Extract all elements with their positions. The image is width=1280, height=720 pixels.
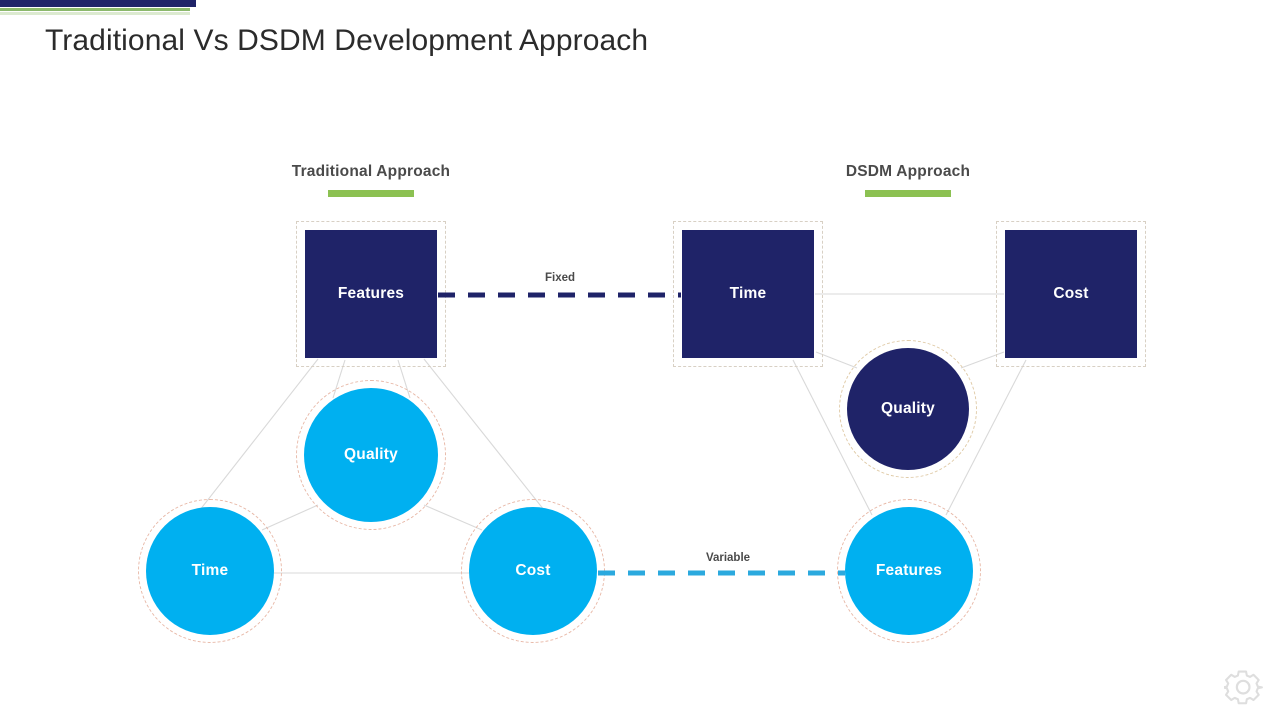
relation-label-variable: Variable: [705, 552, 751, 564]
node-traditional-time[interactable]: Time: [138, 499, 282, 643]
decoration-green-rule-light: [0, 12, 190, 15]
node-dsdm-features-label: Features: [875, 562, 943, 579]
gear-icon: [1224, 670, 1263, 705]
section-rule-traditional: [328, 190, 414, 197]
node-dsdm-time[interactable]: Time: [673, 221, 823, 367]
relation-label-fixed: Fixed: [544, 272, 576, 284]
node-traditional-quality[interactable]: Quality: [296, 380, 446, 530]
node-dsdm-cost[interactable]: Cost: [996, 221, 1146, 367]
section-header-traditional: Traditional Approach: [271, 163, 471, 197]
section-header-dsdm: DSDM Approach: [808, 163, 1008, 197]
node-traditional-quality-label: Quality: [344, 446, 398, 463]
node-traditional-time-label: Time: [191, 562, 229, 579]
node-dsdm-cost-label: Cost: [1053, 285, 1089, 302]
node-traditional-cost-label: Cost: [515, 562, 551, 579]
node-dsdm-features[interactable]: Features: [837, 499, 981, 643]
section-rule-dsdm: [865, 190, 951, 197]
node-traditional-features-label: Features: [337, 285, 405, 302]
node-traditional-features[interactable]: Features: [296, 221, 446, 367]
node-dsdm-quality-label: Quality: [881, 400, 935, 417]
decoration-navy-bar: [0, 0, 196, 7]
node-dsdm-quality[interactable]: Quality: [839, 340, 977, 478]
section-label-dsdm: DSDM Approach: [845, 163, 971, 180]
page-title: Traditional Vs DSDM Development Approach: [45, 24, 649, 57]
node-dsdm-time-label: Time: [729, 285, 767, 302]
section-label-traditional: Traditional Approach: [291, 163, 451, 180]
decoration-green-rule: [0, 8, 190, 11]
node-traditional-cost[interactable]: Cost: [461, 499, 605, 643]
